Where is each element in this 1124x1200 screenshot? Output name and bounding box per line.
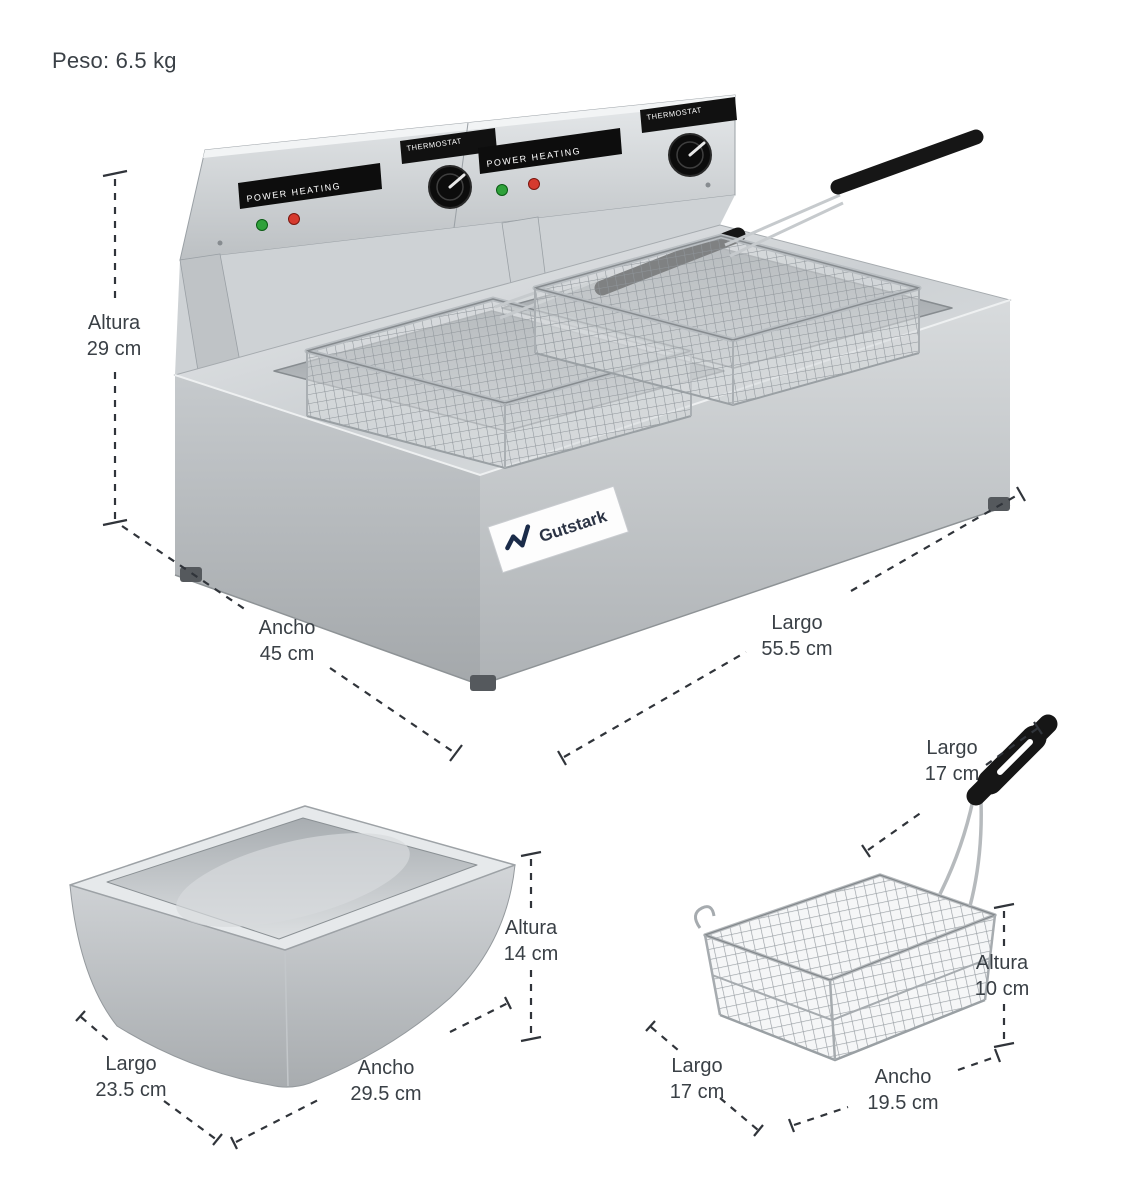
- heating-indicator-light: [528, 178, 540, 190]
- pan-length-label: Largo 23.5 cm: [95, 1053, 167, 1101]
- weight-label: Peso: 6.5 kg: [52, 48, 177, 73]
- basket-width-label: Ancho 19.5 cm: [867, 1066, 939, 1114]
- basket-handle-grip: [830, 129, 984, 195]
- thermostat-knob: [668, 133, 712, 177]
- basket-height-label: Altura 10 cm: [974, 952, 1030, 1000]
- fryer-width-label: Ancho 45 cm: [258, 617, 316, 665]
- fryer-length-label: Largo 55.5 cm: [761, 612, 833, 660]
- fryer-foot: [470, 675, 496, 691]
- fryer-foot: [988, 497, 1010, 511]
- fryer-foot: [180, 567, 202, 582]
- pan-width-label: Ancho 29.5 cm: [350, 1057, 422, 1105]
- basket-image: [694, 714, 1058, 1062]
- thermostat-knob: [428, 165, 472, 209]
- basket-body: [694, 873, 997, 1062]
- basket-length-label: Largo 17 cm: [669, 1055, 725, 1103]
- heating-indicator-light: [288, 213, 300, 225]
- power-indicator-light: [496, 184, 508, 196]
- pan-image: [69, 805, 516, 1088]
- fryer-height-label: Altura 29 cm: [86, 312, 142, 360]
- basket-hook: [694, 905, 716, 929]
- brand-plate: Gutstark: [487, 485, 630, 574]
- power-indicator-light: [256, 219, 268, 231]
- fryer-basket-right: [532, 129, 984, 407]
- fryer-control-panel: POWER HEATING THERMOSTAT POWER HEATING T…: [175, 94, 737, 384]
- gutstark-logo-icon: [505, 524, 531, 551]
- pan-height-label: Altura 14 cm: [503, 917, 559, 965]
- basket-handle-length-label: Largo 17 cm: [924, 737, 980, 785]
- fryer-image: POWER HEATING THERMOSTAT POWER HEATING T…: [173, 94, 1012, 691]
